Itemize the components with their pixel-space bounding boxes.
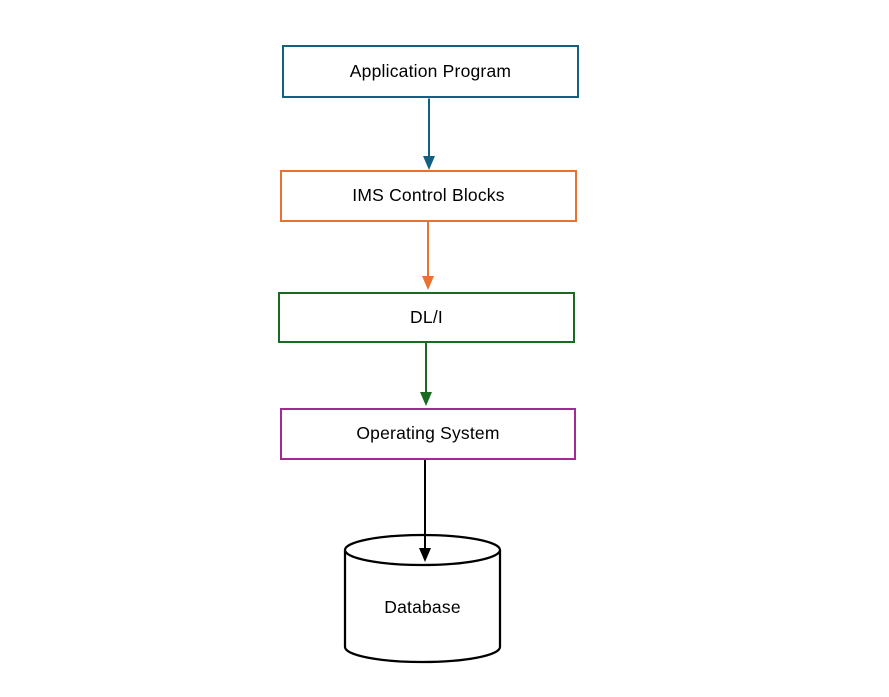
- node-label-database: Database: [384, 596, 461, 617]
- arrowhead-down-icon: [423, 156, 435, 170]
- cylinder-body: [343, 550, 502, 664]
- connector-app-to-ims: [423, 98, 435, 170]
- node-operating-system: Operating System: [280, 408, 576, 460]
- database-cylinder-shape: [343, 533, 502, 664]
- node-label-ims-control-blocks: IMS Control Blocks: [352, 185, 505, 206]
- connector-ims-to-dli: [422, 222, 434, 290]
- node-application-program: Application Program: [282, 45, 579, 98]
- arrowhead-down-icon: [419, 548, 431, 562]
- node-label-operating-system: Operating System: [356, 423, 500, 444]
- node-label-dl-i: DL/I: [410, 306, 443, 327]
- arrowhead-down-icon: [422, 276, 434, 290]
- connector-os-to-database: [419, 460, 431, 562]
- node-label-application-program: Application Program: [349, 60, 512, 81]
- connector-dli-to-os: [420, 343, 432, 406]
- arrowhead-down-icon: [420, 392, 432, 406]
- node-dl-i: DL/I: [278, 292, 575, 343]
- node-ims-control-blocks: IMS Control Blocks: [280, 170, 577, 222]
